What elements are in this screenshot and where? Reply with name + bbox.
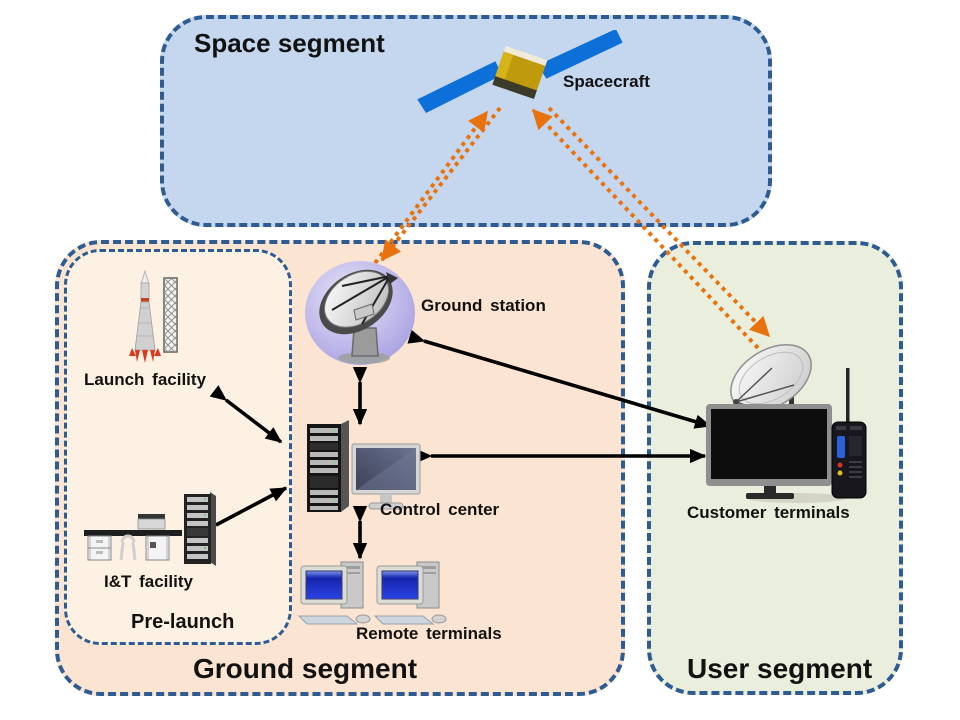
launch-facility-label: Launch facility — [84, 370, 207, 389]
space-segment-title: Space segment — [194, 28, 385, 58]
ground-station-label: Ground station — [421, 296, 546, 315]
ground-segment-title: Ground segment — [193, 653, 418, 684]
remote-terminals-label: Remote terminals — [356, 624, 502, 643]
spacecraft-label: Spacecraft — [563, 72, 650, 91]
prelaunch-title: Pre-launch — [131, 611, 235, 633]
customer-terminals-label: Customer terminals — [687, 503, 850, 522]
user-segment-title: User segment — [687, 653, 873, 684]
prelaunch-box — [64, 249, 292, 645]
control-center-label: Control center — [380, 500, 500, 519]
it-facility-label: I&T facility — [104, 572, 193, 591]
user-segment-box — [647, 241, 903, 695]
